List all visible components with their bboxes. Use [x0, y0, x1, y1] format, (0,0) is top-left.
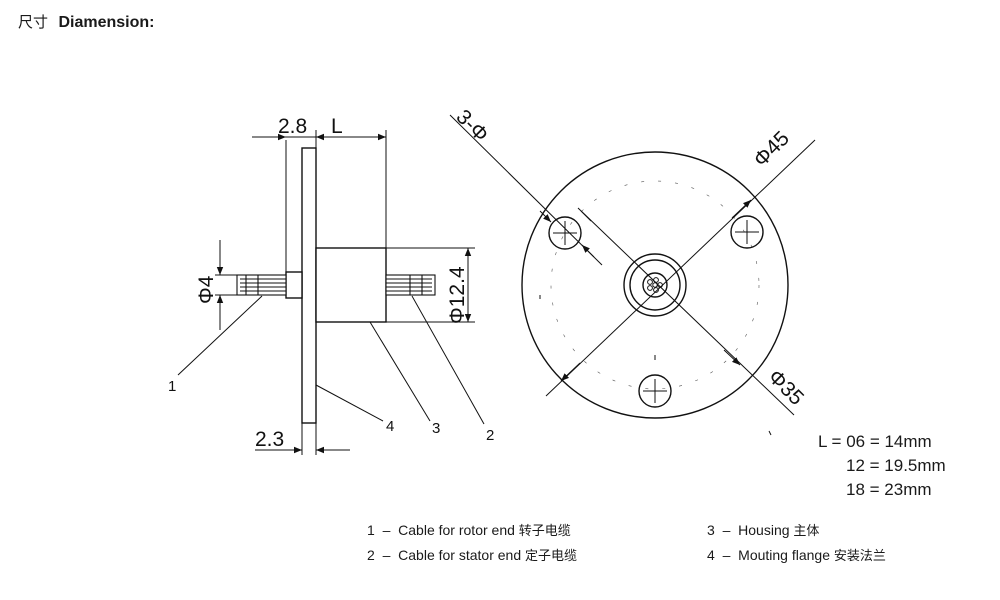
length-row: L = 06 = 14mm	[818, 432, 932, 451]
flange-outer-circle	[521, 151, 789, 419]
legend-item: 2 – Cable for stator end 定子电缆	[367, 547, 578, 564]
housing	[315, 247, 387, 323]
dim-flange-thickness: 2.8	[278, 115, 307, 138]
stator-cable	[385, 274, 436, 296]
title-zh: 尺寸	[18, 13, 49, 31]
mounting-flange	[301, 147, 317, 424]
dim-pcd: Φ35	[763, 365, 808, 410]
dim-length: L	[331, 115, 343, 138]
mounting-hole-2	[730, 215, 764, 249]
legend-item: 1 – Cable for rotor end 转子电缆	[367, 522, 571, 539]
callout-2: 2	[486, 427, 494, 444]
hub-outer	[623, 253, 687, 317]
cable-core	[642, 272, 668, 298]
dim-outer-diameter: Φ45	[749, 127, 794, 172]
dim-offset: 2.3	[255, 428, 284, 451]
length-table: L = 06 = 14mm 12 = 19.5mm 18 = 23mm	[818, 430, 946, 502]
dim-hole-count: 3-Φ	[451, 105, 492, 146]
rotor-cable	[236, 274, 287, 296]
rotor-hub	[285, 271, 303, 299]
cable-wires	[647, 277, 663, 293]
length-row: 12 = 19.5mm	[846, 456, 946, 475]
side-view	[177, 130, 485, 455]
page-title: 尺寸 Diamension:	[18, 11, 154, 32]
mounting-hole-1	[548, 216, 582, 250]
mounting-hole-3	[638, 374, 672, 408]
title-en: Diamension:	[58, 14, 155, 31]
legend-item: 4 – Mouting flange 安装法兰	[707, 547, 886, 564]
hub-inner	[629, 259, 681, 311]
pcd-circle	[550, 180, 760, 390]
callout-4: 4	[386, 418, 394, 435]
callout-3: 3	[432, 420, 440, 437]
dim-shaft-diameter: Φ4	[195, 275, 218, 304]
front-view	[449, 114, 816, 436]
dim-housing-diameter: Φ12.4	[446, 266, 469, 324]
legend-item: 3 – Housing 主体	[707, 522, 820, 539]
callout-1: 1	[168, 378, 176, 395]
length-row: 18 = 23mm	[846, 480, 932, 499]
